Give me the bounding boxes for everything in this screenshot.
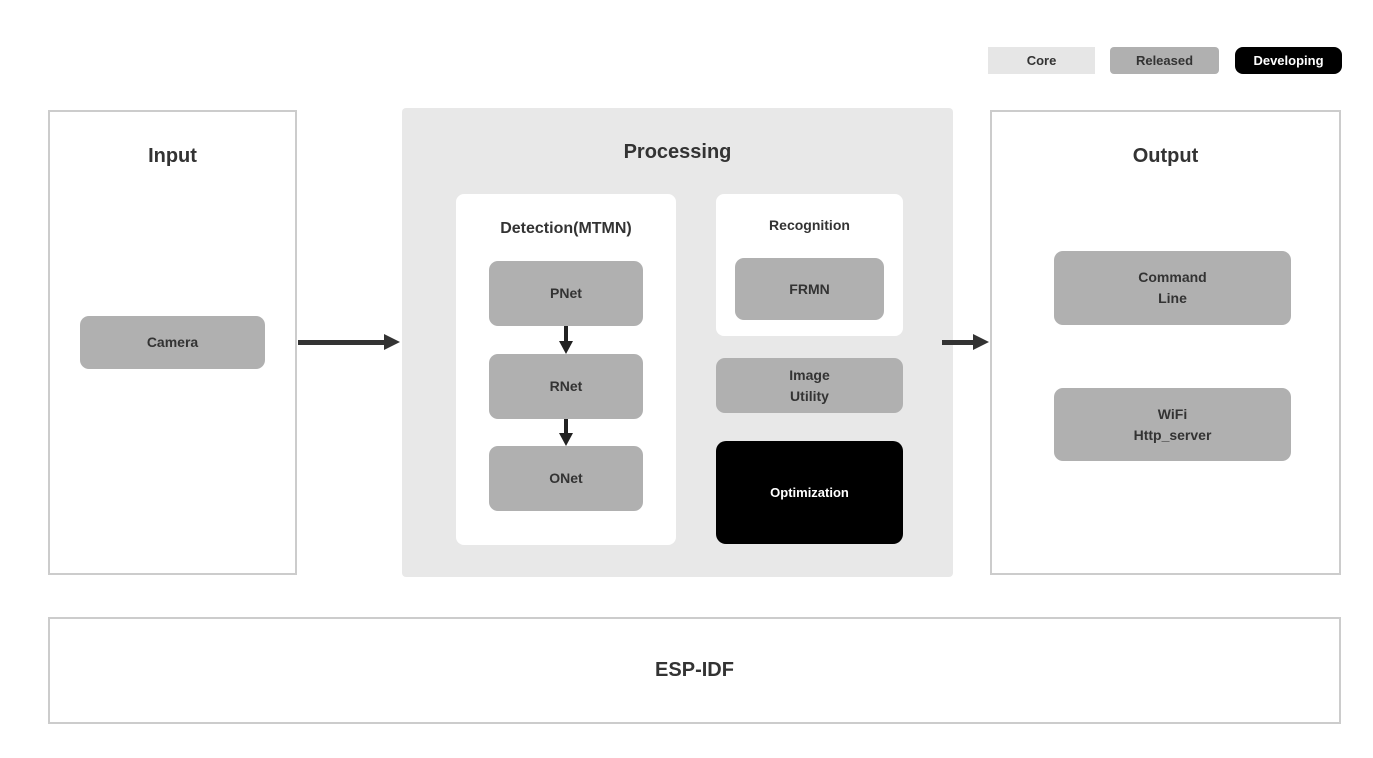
wifi-label-line1: WiFi	[1157, 405, 1188, 422]
pnet-node-label: PNet	[550, 285, 582, 301]
onet-node-label: ONet	[549, 470, 583, 486]
wifi-label-line2: Http_server	[1133, 426, 1212, 443]
output-section-title: Output	[1132, 145, 1199, 167]
input-section-title: Input	[148, 145, 197, 167]
frmn-node: FRMN	[735, 258, 884, 320]
wifi-http-server-node: WiFi Http_server	[1054, 388, 1291, 461]
onet-node: ONet	[489, 446, 643, 511]
legend-developing-badge: Developing	[1235, 47, 1342, 74]
esp-idf-section: ESP-IDF	[48, 617, 1341, 724]
arrow-shaft	[942, 340, 973, 345]
arrow-right-input-to-processing-icon	[298, 334, 400, 350]
image-utility-label-line1: Image	[789, 366, 830, 383]
image-utility-label-line2: Utility	[790, 387, 829, 404]
esp-idf-title: ESP-IDF	[655, 659, 734, 681]
arrow-down-pnet-to-rnet-icon	[559, 326, 573, 354]
optimization-node: Optimization	[716, 441, 903, 544]
arrow-shaft	[564, 419, 568, 433]
detection-group-title: Detection(MTMN)	[500, 220, 632, 237]
output-section: Output	[990, 110, 1341, 575]
arrow-down-rnet-to-onet-icon	[559, 419, 573, 446]
command-line-node: Command Line	[1054, 251, 1291, 325]
arrow-head	[559, 341, 573, 354]
optimization-node-label: Optimization	[770, 484, 849, 500]
rnet-node-label: RNet	[549, 378, 583, 394]
camera-node: Camera	[80, 316, 265, 369]
pnet-node: PNet	[489, 261, 643, 326]
frmn-node-label: FRMN	[789, 280, 830, 297]
arrow-head	[559, 433, 573, 446]
arrow-head	[384, 334, 400, 350]
arrow-shaft	[298, 340, 384, 345]
legend-released-badge: Released	[1110, 47, 1219, 74]
arrow-head	[973, 334, 989, 350]
command-line-label-line1: Command	[1138, 269, 1207, 285]
rnet-node: RNet	[489, 354, 643, 419]
image-utility-node: Image Utility	[716, 358, 903, 413]
recognition-group-title: Recognition	[769, 217, 850, 233]
processing-section-title: Processing	[623, 141, 732, 163]
legend-core-badge: Core	[988, 47, 1095, 74]
command-line-label-line2: Line	[1158, 290, 1187, 306]
arrow-shaft	[564, 326, 568, 341]
camera-node-label: Camera	[146, 334, 199, 350]
arrow-right-processing-to-output-icon	[942, 334, 989, 350]
